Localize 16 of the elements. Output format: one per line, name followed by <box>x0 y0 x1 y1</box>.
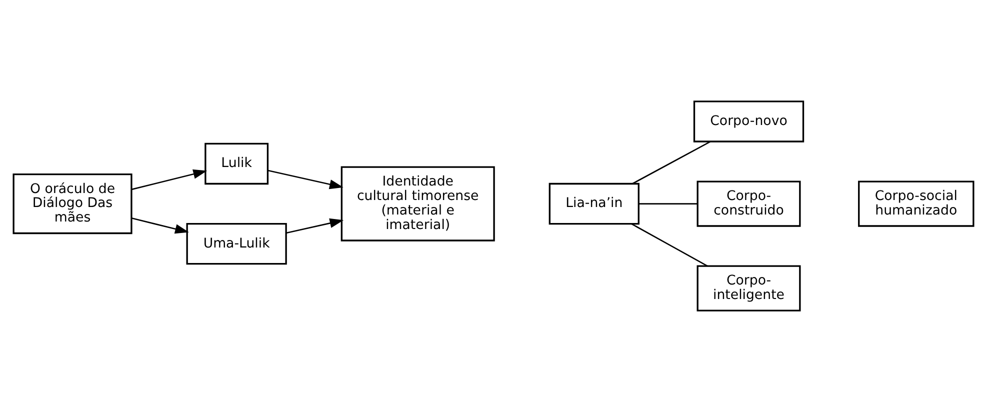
node-box: Corpo-social humanizado <box>858 180 974 227</box>
arrow <box>268 170 344 190</box>
node-box: Lia-na’in <box>548 182 640 225</box>
arrow <box>286 218 344 234</box>
node-box: Uma-Lulik <box>186 222 287 265</box>
connector <box>632 141 711 184</box>
connector <box>631 223 708 267</box>
node-box: Corpo- construido <box>696 180 801 227</box>
node-box: Corpo-novo <box>693 100 804 142</box>
node-box: Identidade cultural timorense (material e imaterial) <box>340 166 495 242</box>
connector <box>638 203 698 204</box>
node-box: Corpo- inteligente <box>696 265 801 312</box>
node-box: Lulik <box>204 142 269 185</box>
node-box: O oráculo de Diálogo Das mães <box>12 173 132 234</box>
arrow <box>131 169 208 190</box>
arrow <box>131 217 189 234</box>
